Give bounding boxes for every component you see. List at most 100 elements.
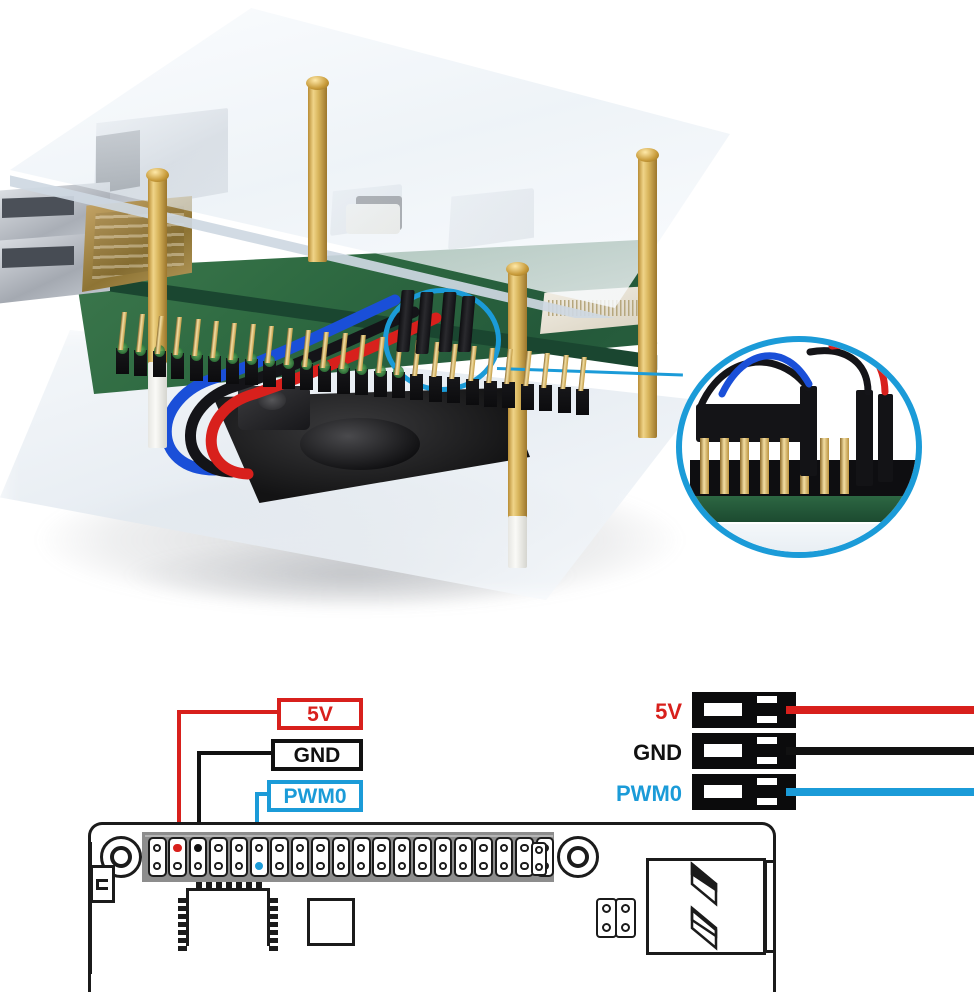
gpio-pin-hole[interactable] [214, 844, 223, 853]
gpio-pin-hole[interactable] [234, 844, 244, 853]
gpio-pin-hole[interactable] [316, 844, 325, 853]
chip-leg-top [206, 882, 212, 889]
gpio-pin-pad[interactable] [148, 837, 167, 877]
gpio-pin-hole[interactable] [397, 844, 407, 853]
gpio-pin-pad[interactable] [413, 837, 432, 877]
label-5v-text: 5V [307, 702, 333, 726]
gpio-pin-pad[interactable] [270, 837, 289, 877]
gpio-pin-hole[interactable] [459, 844, 468, 853]
trace-gnd-vertical [197, 751, 201, 836]
gpio-pin-hole[interactable] [214, 862, 223, 871]
gpio-pin-pad[interactable] [229, 837, 249, 877]
magnified-bottom-acrylic [682, 524, 916, 552]
gpio-pin-hole[interactable] [255, 844, 264, 853]
gpio-pin-pad[interactable] [290, 837, 310, 877]
gpio-pin-hole[interactable] [275, 862, 284, 871]
header-2x2-b-right-hole2 [621, 923, 630, 932]
gpio-pin-hole[interactable] [418, 862, 427, 871]
connector-label-5v-text: 5V [655, 699, 682, 724]
gpio-pin-hole[interactable] [418, 844, 427, 853]
gpio-pin-hole[interactable] [377, 844, 386, 853]
gpio-pin-hole[interactable] [397, 862, 407, 871]
label-pwm0: PWM0 [267, 780, 363, 812]
gpio-pin-pad[interactable] [352, 837, 371, 877]
gpio-pin-hole-connected[interactable] [255, 862, 264, 871]
gpio-pin-hole[interactable] [336, 862, 346, 871]
gpio-pin-hole[interactable] [193, 862, 203, 871]
gpio-pin-pad[interactable] [250, 837, 269, 877]
gpio-pin-pad[interactable] [168, 837, 187, 877]
gpio-pin-hole[interactable] [275, 844, 284, 853]
gpio-pin-hole[interactable] [316, 862, 325, 871]
gpio-pin-hole-connected[interactable] [173, 844, 182, 853]
gpio-pin-base [447, 377, 461, 404]
gpio-pin-hole[interactable] [520, 862, 529, 871]
trace-gnd-horizontal [197, 751, 271, 755]
board-left-edge-line [88, 842, 92, 974]
chip-leg-top [226, 882, 232, 889]
gpio-pin-hole[interactable] [459, 862, 468, 871]
gpio-pin-pad[interactable] [209, 837, 228, 877]
gpio-pin-hole[interactable] [377, 862, 386, 871]
chip-leg-right [269, 946, 278, 951]
gpio-pin-pad[interactable] [188, 837, 208, 877]
gpio-header-strip [145, 835, 553, 837]
gpio-pin-hole[interactable] [499, 862, 509, 871]
trace-5v-vertical [177, 710, 181, 836]
chip-leg-left [178, 914, 187, 919]
gpio-pin-base [576, 388, 589, 415]
gpio-pin-hole[interactable] [479, 844, 488, 853]
chip-leg-left [178, 930, 187, 935]
gpio-pin-hole[interactable] [153, 862, 162, 871]
gpio-pin-hole-connected[interactable] [193, 844, 203, 853]
gpio-pin-hole[interactable] [520, 844, 529, 853]
chip-leg-top [216, 882, 222, 889]
gpio-pin-pad[interactable] [433, 837, 453, 877]
gpio-pin-pad[interactable] [474, 837, 493, 877]
gpio-pin-base [557, 387, 571, 414]
connector-slot-gnd-large [704, 744, 742, 757]
gpio-pin-pad[interactable] [392, 837, 412, 877]
gpio-pin-hole[interactable] [479, 862, 488, 871]
gpio-pin-pad[interactable] [311, 837, 330, 877]
magnified-gold-pin [720, 438, 729, 494]
chip-leg-left [178, 906, 187, 911]
standoff-screw-back-left [146, 168, 169, 182]
gpio-pin-hole[interactable] [438, 844, 448, 853]
gpio-pin-hole[interactable] [295, 844, 305, 853]
gpio-pin-hole[interactable] [153, 844, 162, 853]
connector-slot-5v-large [704, 703, 742, 716]
header-2x2-b-right [615, 898, 636, 938]
gpio-pin-hole[interactable] [234, 862, 244, 871]
magnified-jumper-black-shell [856, 390, 873, 486]
gpio-pin-pad[interactable] [331, 837, 351, 877]
sd-card-slot-notch [96, 879, 108, 882]
gpio-pin-hole[interactable] [336, 844, 346, 853]
standoff-screw-front-right [636, 148, 659, 162]
gpio-pin-pad[interactable] [372, 837, 391, 877]
gpio-pin-hole[interactable] [357, 844, 366, 853]
wiring-diagram: 5V GND PWM0 5V GND PWM0 [0, 660, 974, 992]
connector-slot-pwm0-large [704, 785, 742, 798]
gold-standoff-front-right [638, 158, 657, 438]
usb-port-shield [764, 860, 776, 953]
chip-leg-right [269, 930, 278, 935]
chip-leg-right [269, 906, 278, 911]
gpio-pin-hole[interactable] [173, 862, 182, 871]
gpio-pin-hole[interactable] [357, 862, 366, 871]
gpio-pin-base [116, 348, 129, 374]
chip-leg-right [269, 938, 278, 943]
callout-circle-small [383, 288, 501, 392]
gpio-pin-pad[interactable] [454, 837, 473, 877]
gpio-pin-base [410, 374, 424, 401]
gpio-pin-hole[interactable] [295, 862, 305, 871]
trace-pwm0-horizontal [255, 792, 267, 796]
connector-slot-5v-bottom [757, 716, 777, 723]
gpio-pin-pad[interactable] [494, 837, 514, 877]
connector-wire-gnd [786, 747, 974, 755]
sd-card-slot [90, 865, 115, 903]
gpio-pin-hole[interactable] [438, 862, 448, 871]
gpio-pin-hole[interactable] [499, 844, 509, 853]
gpio-pin-base [502, 382, 516, 409]
